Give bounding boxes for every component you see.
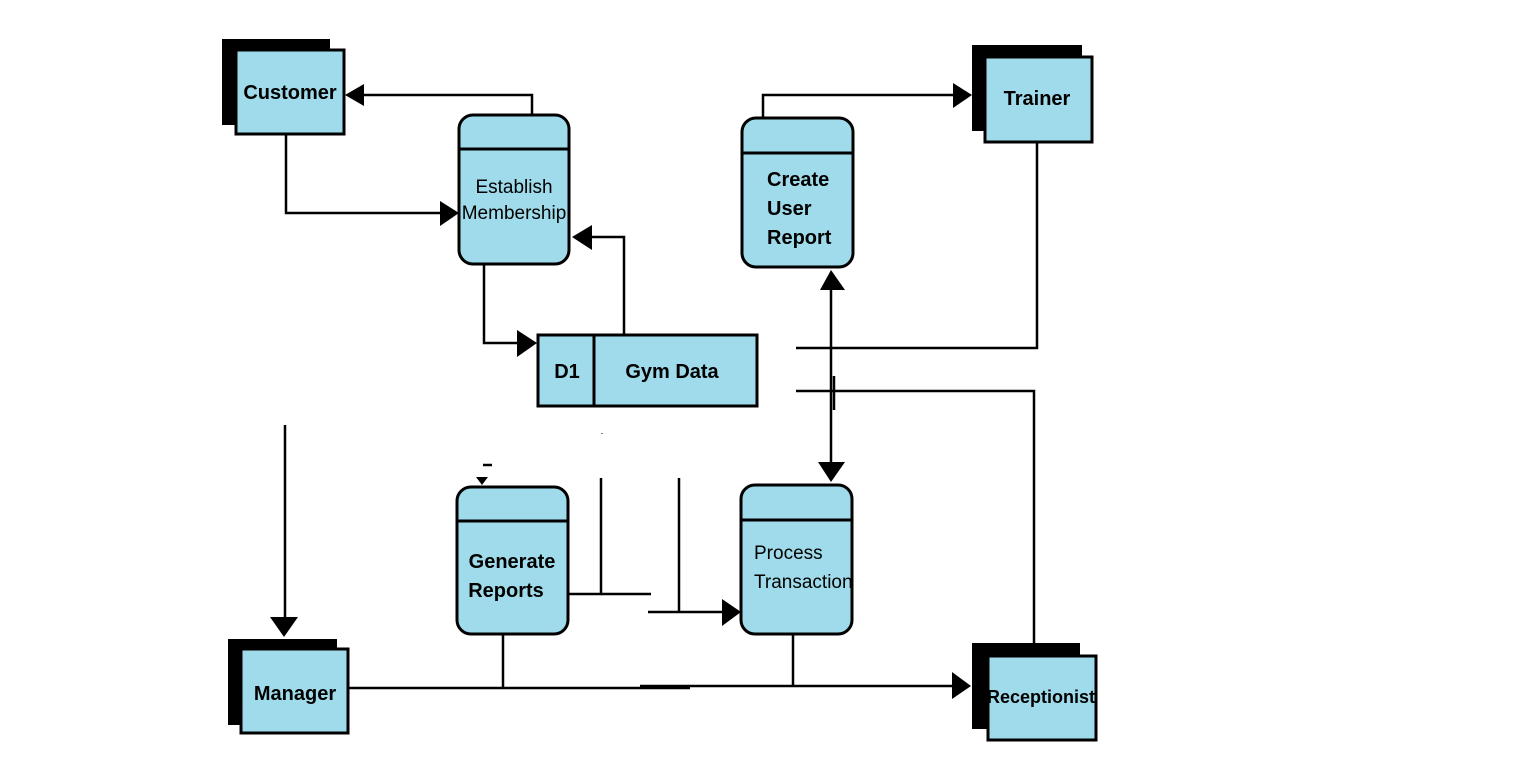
entity-receptionist-label: Receptionist	[987, 687, 1095, 707]
process-establish-membership: Establish Membership	[457, 113, 571, 266]
data-store-gym-data: D1 Gym Data	[536, 333, 759, 408]
entity-customer-label: Customer	[243, 82, 337, 104]
flow-membership-to-gymdata	[482, 264, 537, 357]
flow-manager-to-receptionist	[348, 634, 971, 699]
flow-customer-to-membership	[284, 134, 459, 226]
flow-stub-generate-reports	[476, 463, 492, 485]
data-store-id: D1	[554, 361, 580, 383]
flow-trainer-to-gymdata	[796, 142, 1039, 350]
flow-gymdata-to-membership	[572, 225, 626, 335]
data-store-name: Gym Data	[625, 361, 719, 383]
entity-customer: Customer	[222, 39, 346, 136]
process-generate-reports-line2: Reports	[468, 580, 544, 602]
flow-membership-to-customer	[345, 84, 534, 115]
flow-report-transaction-bidirectional	[818, 270, 845, 482]
process-process-transaction-line1: Process	[754, 543, 823, 564]
entity-trainer-label: Trainer	[1004, 88, 1071, 110]
flow-gymdata-to-manager	[270, 425, 298, 637]
process-process-transaction-line2: Transaction	[754, 572, 853, 593]
process-generate-reports: Generate Reports	[455, 485, 570, 636]
entity-receptionist: Receptionist	[972, 643, 1098, 742]
process-create-user-report-line2: User	[767, 198, 812, 220]
entity-manager-label: Manager	[254, 683, 336, 705]
entity-manager: Manager	[228, 639, 350, 735]
flow-reports-to-transaction	[568, 433, 741, 626]
process-generate-reports-line1: Generate	[469, 551, 556, 573]
flow-receptionist-to-gymdata	[796, 376, 1036, 643]
process-establish-membership-line1: Establish	[475, 177, 552, 198]
process-process-transaction: Process Transaction	[739, 483, 854, 636]
flow-report-to-trainer	[761, 83, 972, 118]
process-establish-membership-line2: Membership	[462, 203, 567, 224]
entity-trainer: Trainer	[972, 45, 1094, 144]
process-create-user-report: Create User Report	[740, 116, 855, 269]
process-create-user-report-line3: Report	[767, 227, 832, 249]
process-create-user-report-line1: Create	[767, 169, 829, 191]
